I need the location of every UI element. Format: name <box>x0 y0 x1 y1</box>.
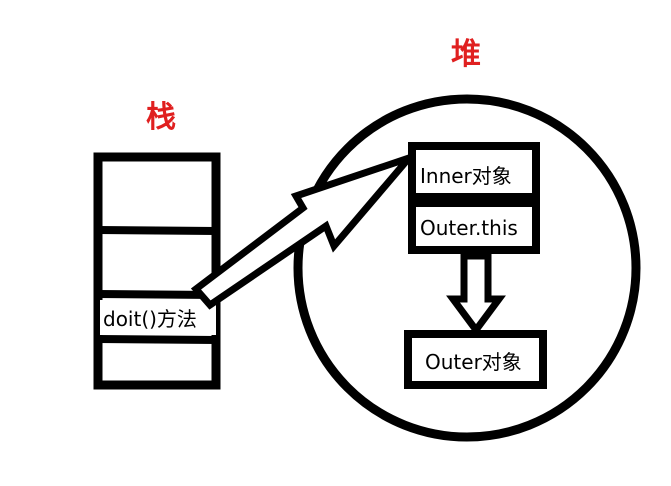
heap-circle <box>293 94 641 442</box>
inner-object-box <box>408 142 540 201</box>
stack-divider-2 <box>97 290 217 299</box>
heap-title: 堆 <box>451 37 481 72</box>
reference-arrow-outer-this-to-outer <box>446 252 506 336</box>
outer-this-label: Outer.this <box>420 216 518 240</box>
stack-method-bg <box>100 300 216 335</box>
stack-column <box>93 152 221 390</box>
reference-arrow-stack-to-inner <box>190 150 420 310</box>
outer-object-label: Outer对象 <box>425 350 522 374</box>
stack-method-label: doit()方法 <box>103 307 197 331</box>
inner-object-label: Inner对象 <box>420 164 512 188</box>
stack-divider-3 <box>97 335 217 344</box>
stack-outline <box>93 152 221 390</box>
outer-object-box <box>404 330 547 389</box>
stack-title: 栈 <box>146 100 176 135</box>
stack-divider-1 <box>97 226 217 235</box>
outer-this-box <box>408 199 540 254</box>
